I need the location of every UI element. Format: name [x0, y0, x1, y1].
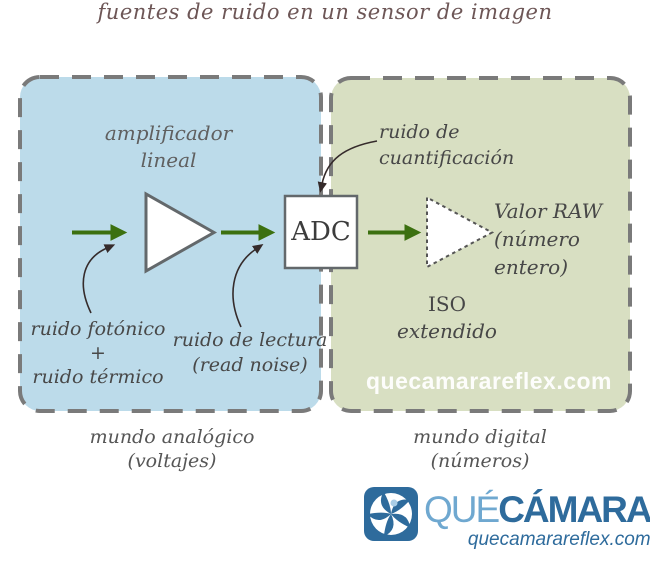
- logo-text-block: QUÉCÁMARA quecamarareflex.com: [424, 487, 650, 551]
- brand-logo: QUÉCÁMARA quecamarareflex.com: [364, 487, 650, 551]
- camera-aperture-icon: [364, 487, 418, 541]
- page-title: fuentes de ruido en un sensor de imagen: [97, 0, 553, 24]
- photon-thermal-noise-label: ruido fotónico + ruido térmico: [30, 318, 166, 388]
- adc-box: [283, 194, 359, 270]
- logo-text-camara: CÁMARA: [498, 489, 650, 530]
- analog-caption: mundo analógico (voltajes): [89, 426, 255, 472]
- digital-caption: mundo digital (números): [413, 426, 547, 472]
- watermark: quecamarareflex.com: [365, 368, 612, 394]
- digital-box: [329, 76, 632, 413]
- photon-noise-arrow: [82, 244, 116, 314]
- read-noise-label: ruido de lectura (read noise): [172, 329, 328, 376]
- logo-wordmark: QUÉCÁMARA: [424, 487, 650, 533]
- iso-extended-label: ISO extendido: [397, 292, 497, 343]
- iso-amplifier-triangle: [426, 195, 495, 269]
- quantization-noise-arrow: [317, 140, 378, 193]
- logo-text-que: QUÉ: [424, 489, 500, 530]
- amplifier-triangle: [144, 191, 218, 274]
- read-noise-arrow: [232, 243, 264, 328]
- logo-url: quecamarareflex.com: [467, 529, 650, 550]
- quantization-noise-label: ruido de cuantificación: [379, 121, 515, 169]
- amplifier-label: amplificador lineal: [104, 121, 233, 172]
- adc-label: ADC: [291, 217, 351, 247]
- raw-value-label: Valor RAW (número entero): [494, 199, 603, 279]
